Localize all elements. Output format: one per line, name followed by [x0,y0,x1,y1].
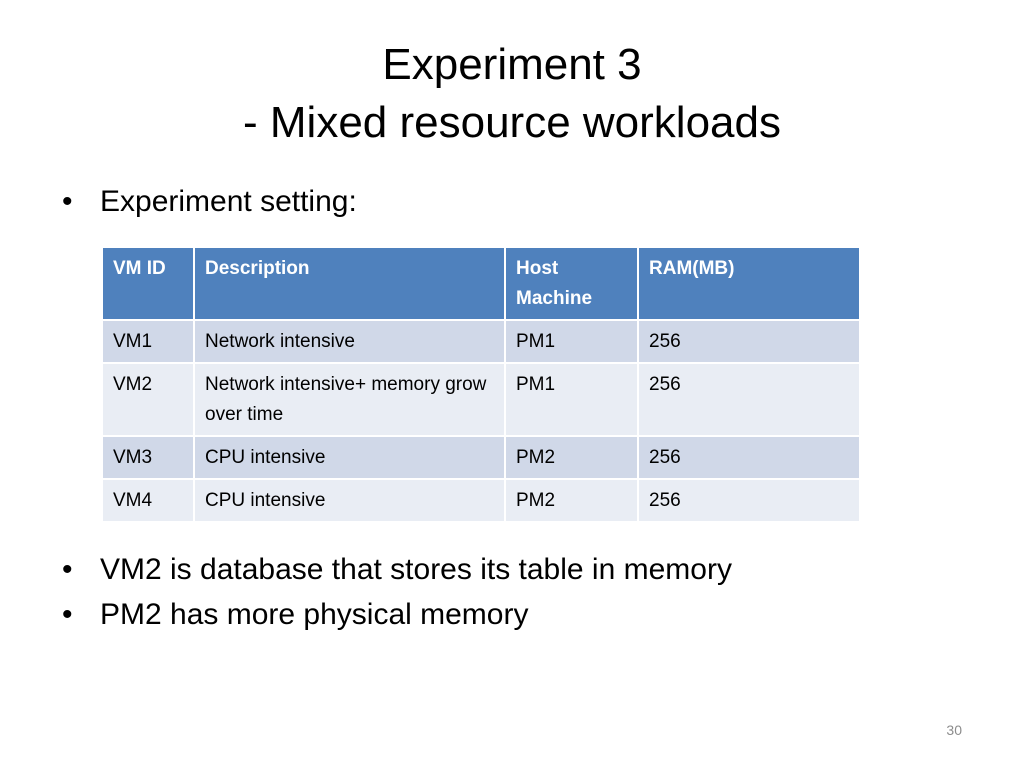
cell-description: Network intensive [193,319,506,364]
cell-vm-id: VM2 [101,362,195,437]
table-row: VM4 CPU intensive PM2 256 [101,478,861,523]
cell-vm-id: VM3 [101,435,195,480]
cell-host-machine: PM1 [504,362,639,437]
table-header-row: VM ID Description Host Machine RAM(MB) [101,246,861,321]
bullet-text: VM2 is database that stores its table in… [100,553,732,586]
page-number: 30 [946,722,962,738]
header-vm-id: VM ID [101,246,195,321]
bullet-dot-icon: • [62,553,73,586]
bullet-vm2-database: • VM2 is database that stores its table i… [62,550,732,590]
table-row: VM1 Network intensive PM1 256 [101,319,861,364]
cell-host-machine: PM1 [504,319,639,364]
slide-title: Experiment 3 - Mixed resource workloads [0,36,1024,152]
cell-description: Network intensive+ memory grow over time [193,362,506,437]
slide-title-line-1: Experiment 3 [382,40,642,89]
header-description: Description [193,246,506,321]
cell-vm-id: VM4 [101,478,195,523]
header-ram: RAM(MB) [637,246,861,321]
table-row: VM2 Network intensive+ memory grow over … [101,362,861,437]
bullet-dot-icon: • [62,185,73,218]
cell-ram: 256 [637,435,861,480]
bullet-pm2-memory: • PM2 has more physical memory [62,595,528,635]
bullet-dot-icon: • [62,598,73,631]
header-host-machine: Host Machine [504,246,639,321]
slide-title-line-2: - Mixed resource workloads [243,98,781,147]
cell-description: CPU intensive [193,478,506,523]
bullet-text: PM2 has more physical memory [100,598,529,631]
bullet-text: Experiment setting: [100,185,357,218]
cell-host-machine: PM2 [504,478,639,523]
table-row: VM3 CPU intensive PM2 256 [101,435,861,480]
cell-ram: 256 [637,319,861,364]
vm-settings-table: VM ID Description Host Machine RAM(MB) V… [101,246,861,523]
cell-ram: 256 [637,362,861,437]
cell-ram: 256 [637,478,861,523]
cell-vm-id: VM1 [101,319,195,364]
bullet-experiment-setting: • Experiment setting: [62,182,357,222]
cell-host-machine: PM2 [504,435,639,480]
cell-description: CPU intensive [193,435,506,480]
